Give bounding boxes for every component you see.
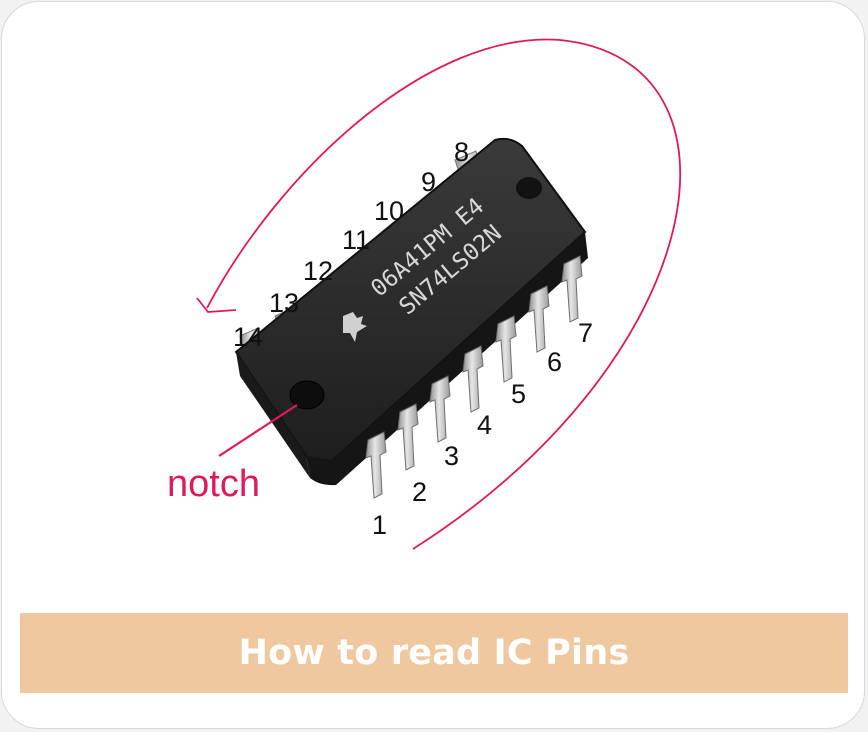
pin-6: 6 [547, 347, 562, 377]
pin-9: 9 [421, 167, 436, 197]
pin-leg-1 [365, 431, 387, 499]
pin-leg-3 [429, 375, 451, 443]
pin-numbers: 1 2 3 4 5 6 7 8 9 10 11 12 13 14 [233, 137, 593, 540]
notch-dot [289, 380, 325, 410]
pin-3: 3 [444, 441, 459, 471]
notch-label: notch [167, 463, 260, 505]
arrow-head-icon [196, 297, 237, 313]
chip-left-face [236, 352, 310, 478]
pin-13: 13 [269, 288, 299, 318]
ti-logo-icon [343, 312, 367, 342]
pin-8: 8 [454, 137, 469, 167]
pin-1: 1 [372, 510, 387, 540]
ic-chip: 06A41PM E4 SN74LS02N [234, 137, 588, 486]
pin-leg-7 [561, 255, 583, 323]
front-pin-row [365, 255, 583, 499]
pin-5: 5 [511, 379, 526, 409]
pin-leg-2 [397, 403, 419, 471]
banner-title: How to read IC Pins [238, 633, 630, 673]
title-banner: How to read IC Pins [20, 613, 848, 693]
pin-4: 4 [477, 410, 492, 440]
chip-front-face [306, 232, 588, 486]
notch-pointer-line [218, 404, 298, 457]
pin-11: 11 [342, 225, 370, 255]
pin-2: 2 [412, 477, 427, 507]
corner-dot [516, 177, 542, 199]
pin-14: 14 [233, 322, 263, 352]
pin-leg-6 [528, 285, 550, 353]
pin-leg-4 [462, 345, 484, 413]
pin-7: 7 [578, 318, 593, 348]
direction-arrow [206, 38, 682, 550]
pin-leg-5 [495, 315, 517, 383]
pin-12: 12 [303, 256, 333, 286]
pin-10: 10 [374, 196, 404, 226]
